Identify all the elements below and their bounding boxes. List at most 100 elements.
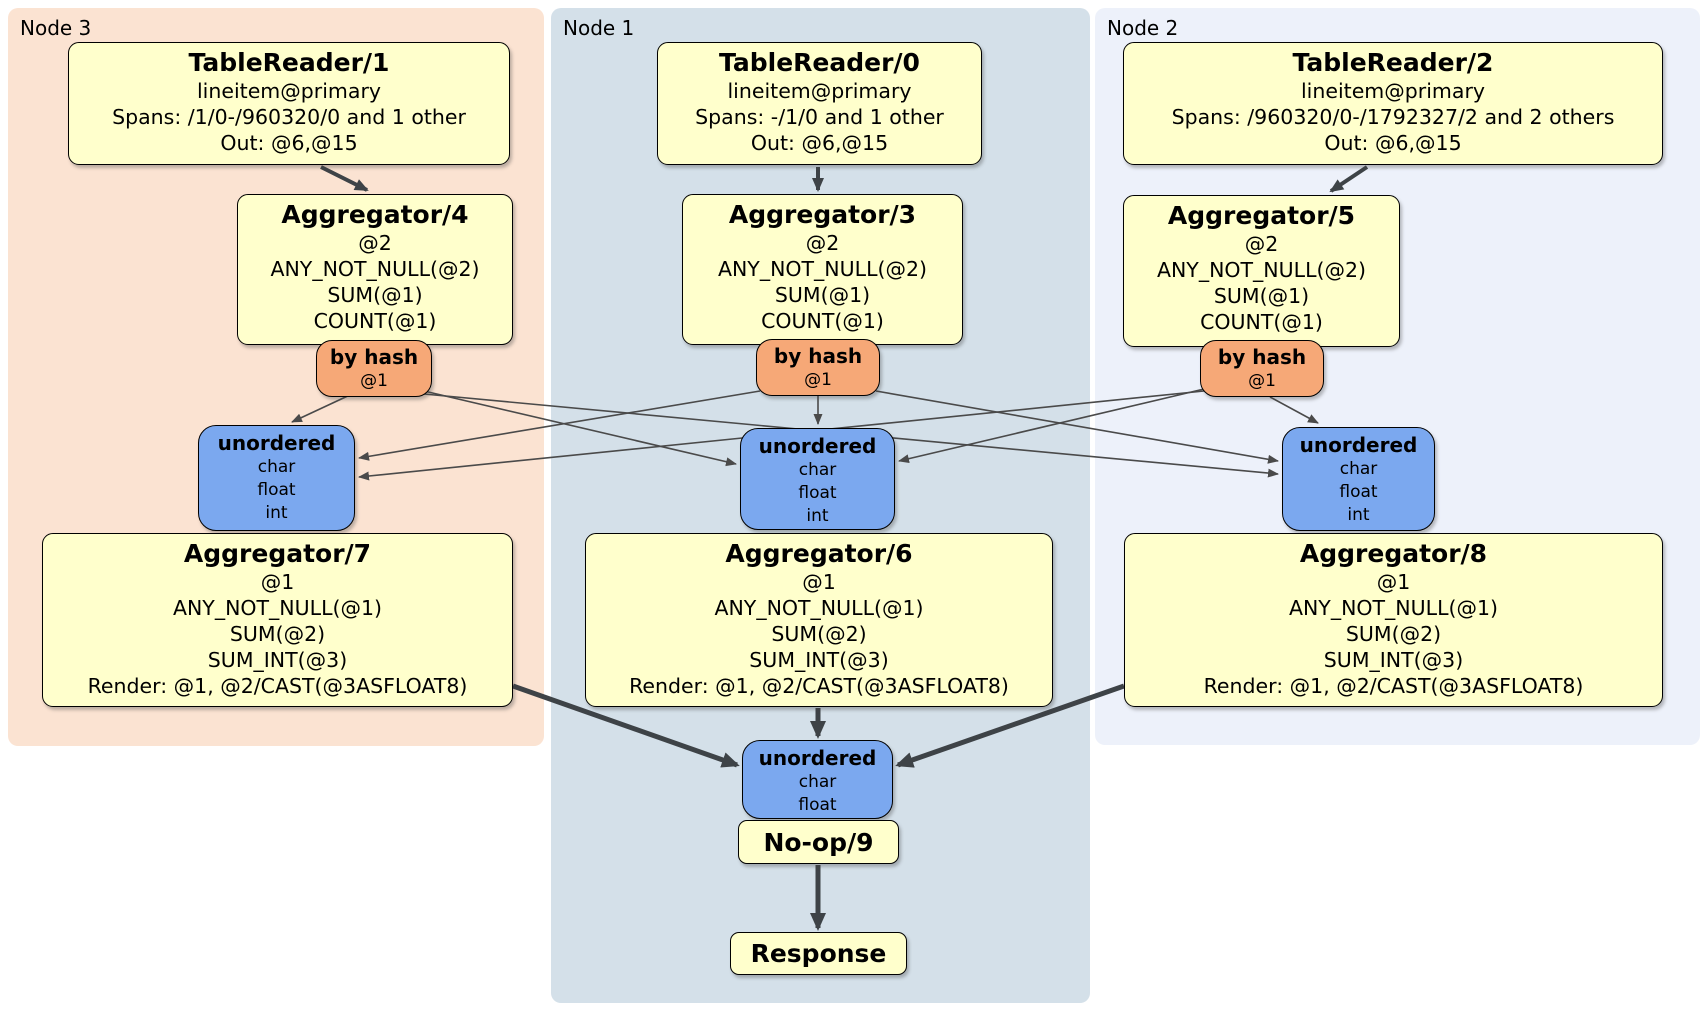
processor-detail: Spans: -/1/0 and 1 other	[695, 105, 944, 129]
node1-region-label: Node 1	[563, 16, 635, 40]
processor-title: Aggregator/3	[728, 200, 917, 229]
processor-detail: ANY_NOT_NULL(@1)	[1288, 596, 1499, 620]
processor-detail: SUM(@2)	[1345, 622, 1442, 646]
processor-detail: SUM(@1)	[1213, 284, 1310, 308]
synchronizer-unordered-final: unordered char float	[742, 740, 893, 819]
processor-tablereader-0: TableReader/0 lineitem@primary Spans: -/…	[657, 42, 982, 165]
processor-detail: COUNT(@1)	[1200, 310, 1323, 334]
processor-detail: COUNT(@1)	[313, 309, 437, 333]
processor-tablereader-2: TableReader/2 lineitem@primary Spans: /9…	[1123, 42, 1663, 165]
processor-aggregator-7: Aggregator/7 @1 ANY_NOT_NULL(@1) SUM(@2)…	[42, 533, 513, 707]
processor-detail: ANY_NOT_NULL(@2)	[1156, 258, 1367, 282]
processor-detail: SUM(@2)	[229, 622, 326, 646]
processor-detail: COUNT(@1)	[761, 309, 884, 333]
edge-tablereader1-aggregator4	[320, 165, 369, 192]
processor-title: Aggregator/4	[281, 200, 469, 229]
router-title: by hash	[773, 344, 863, 368]
processor-title: Aggregator/6	[725, 539, 913, 568]
processor-detail: @2	[1244, 232, 1279, 256]
processor-detail: Out: @6,@15	[1324, 131, 1462, 155]
processor-detail: SUM(@1)	[774, 283, 871, 307]
processor-detail: ANY_NOT_NULL(@1)	[714, 596, 924, 620]
response-title: Response	[750, 939, 887, 968]
synchronizer-detail: char	[257, 457, 296, 477]
synchronizer-detail: float	[798, 795, 837, 815]
processor-detail: Out: @6,@15	[750, 131, 889, 155]
processor-aggregator-4: Aggregator/4 @2 ANY_NOT_NULL(@2) SUM(@1)…	[237, 194, 513, 345]
router-by-hash-node2: by hash @1	[1200, 340, 1324, 397]
edge-router-node3-sync-node3	[291, 393, 353, 423]
router-detail: @1	[1248, 371, 1276, 391]
processor-detail: ANY_NOT_NULL(@1)	[172, 596, 383, 620]
edge-router-node3-sync-node1	[423, 390, 737, 467]
processor-tablereader-1: TableReader/1 lineitem@primary Spans: /1…	[68, 42, 510, 165]
synchronizer-detail: float	[1339, 482, 1378, 502]
processor-title: TableReader/0	[719, 48, 920, 77]
synchronizer-title: unordered	[217, 431, 336, 455]
synchronizer-detail: int	[1347, 505, 1370, 525]
processor-detail: SUM(@1)	[327, 283, 423, 307]
synchronizer-title: unordered	[1299, 433, 1418, 457]
response-node: Response	[730, 932, 907, 975]
processor-title: Aggregator/5	[1167, 201, 1356, 230]
processor-detail: @1	[260, 570, 295, 594]
processor-detail: Render: @1, @2/CAST(@3ASFLOAT8)	[629, 674, 1009, 698]
processor-aggregator-8: Aggregator/8 @1 ANY_NOT_NULL(@1) SUM(@2)…	[1124, 533, 1663, 707]
processor-aggregator-5: Aggregator/5 @2 ANY_NOT_NULL(@2) SUM(@1)…	[1123, 195, 1400, 347]
synchronizer-unordered-node1: unordered char float int	[740, 428, 895, 530]
synchronizer-detail: float	[257, 480, 296, 500]
edge-tablereader2-aggregator5	[1329, 165, 1369, 193]
processor-detail: SUM_INT(@3)	[1323, 648, 1464, 672]
router-by-hash-node3: by hash @1	[316, 340, 432, 397]
processor-noop-9: No-op/9	[738, 820, 899, 864]
synchronizer-detail: char	[1339, 459, 1378, 479]
processor-detail: lineitem@primary	[196, 79, 382, 103]
processor-detail: Spans: /1/0-/960320/0 and 1 other	[112, 105, 466, 129]
edge-aggregator7-final-sync	[512, 683, 740, 768]
processor-detail: Spans: /960320/0-/1792327/2 and 2 others	[1171, 105, 1615, 129]
router-detail: @1	[804, 370, 832, 390]
processor-detail: @1	[802, 570, 836, 594]
processor-title: Aggregator/8	[1299, 539, 1488, 568]
router-title: by hash	[329, 345, 419, 369]
synchronizer-detail: int	[265, 503, 288, 523]
synchronizer-detail: int	[806, 506, 829, 526]
synchronizer-detail: char	[798, 460, 837, 480]
synchronizer-title: unordered	[758, 434, 877, 458]
synchronizer-unordered-node3: unordered char float int	[198, 425, 355, 531]
processor-title: TableReader/2	[1292, 48, 1494, 77]
processor-title: Aggregator/7	[183, 539, 372, 568]
edge-router-node1-sync-node2	[875, 390, 1279, 464]
synchronizer-title: unordered	[758, 746, 877, 770]
processor-detail: SUM_INT(@3)	[207, 648, 348, 672]
processor-detail: ANY_NOT_NULL(@2)	[270, 257, 480, 281]
processor-detail: ANY_NOT_NULL(@2)	[717, 257, 928, 281]
processor-detail: Render: @1, @2/CAST(@3ASFLOAT8)	[87, 674, 468, 698]
router-title: by hash	[1217, 345, 1307, 369]
edge-router-node2-sync-node1	[898, 388, 1205, 464]
processor-detail: @2	[805, 231, 840, 255]
synchronizer-detail: float	[798, 483, 837, 503]
synchronizer-detail: char	[798, 772, 837, 792]
processor-detail: lineitem@primary	[1300, 79, 1486, 103]
processor-detail: @2	[358, 231, 392, 255]
node2-region-label: Node 2	[1107, 16, 1179, 40]
edge-router-node1-sync-node3	[358, 390, 761, 461]
router-by-hash-node1: by hash @1	[756, 339, 880, 396]
processor-aggregator-6: Aggregator/6 @1 ANY_NOT_NULL(@1) SUM(@2)…	[585, 533, 1053, 707]
processor-detail: lineitem@primary	[727, 79, 912, 103]
synchronizer-unordered-node2: unordered char float int	[1282, 427, 1435, 531]
processor-detail: @1	[1376, 570, 1411, 594]
processor-title: TableReader/1	[188, 48, 390, 77]
edge-router-node2-sync-node2	[1269, 396, 1319, 424]
processor-detail: Out: @6,@15	[220, 131, 358, 155]
edge-aggregator8-final-sync	[895, 683, 1125, 768]
processor-detail: SUM_INT(@3)	[749, 648, 889, 672]
processor-aggregator-3: Aggregator/3 @2 ANY_NOT_NULL(@2) SUM(@1)…	[682, 194, 963, 345]
router-detail: @1	[360, 371, 388, 391]
processor-detail: SUM(@2)	[771, 622, 867, 646]
processor-title: No-op/9	[763, 827, 874, 857]
node3-region-label: Node 3	[20, 16, 92, 40]
